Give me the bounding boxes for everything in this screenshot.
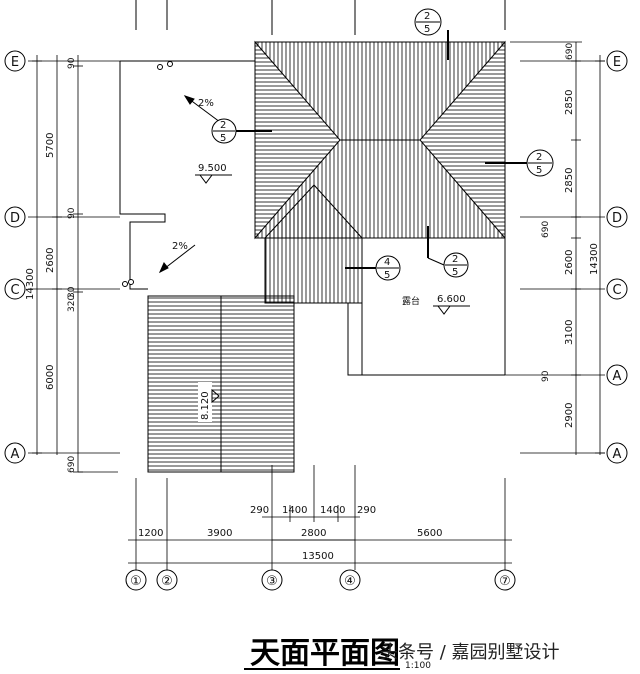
dim-left-d-c: 2600 [45,248,56,273]
axis-label: E [613,55,621,70]
dim-right-seg5: 2900 [564,403,575,428]
front-gable-roof [264,184,363,304]
axis-bubble-bottom-7: ⑦ [494,569,516,591]
roof-outline [119,60,506,376]
axis-label: D [612,211,622,226]
detail-ref-1: 2 5 [211,118,272,144]
drawing-title: 天面平面图 [250,636,400,671]
dim-bottom-5600: 5600 [417,528,442,539]
dim-left-d-off: 90 [67,207,77,219]
elevation-marker-3: 8.120 [198,382,220,422]
axis-label: A [11,447,20,462]
ref-den: 5 [536,165,542,176]
axis-label: C [10,283,19,298]
detail-ref-3: 2 5 [485,149,554,177]
dim-left-c-off: 320 [67,295,77,312]
top-axis-stubs [135,0,506,35]
dim-right-total: 14300 [589,243,600,275]
dim-right-seg2: 2850 [564,168,575,193]
dim-bottom-1200: 1200 [138,528,163,539]
dim-left-e-d: 5700 [45,133,56,158]
ref-num: 2 [452,254,458,265]
detail-ref-5: 2 5 [427,226,469,278]
axis-label: ① [130,574,142,589]
slope-arrows [158,95,229,274]
axis-bubble-right-d: D [606,206,628,228]
dim-left-total: 14300 [25,268,36,300]
scale-label: 1:100 [405,661,431,671]
dim-right-seg1: 2850 [564,90,575,115]
dim-bottom-1400-left: 1400 [282,505,307,516]
dim-bottom-3900: 3900 [207,528,232,539]
detail-ref-2: 2 5 [414,8,449,60]
left-dimension-lines [32,55,118,473]
ref-den: 5 [384,270,390,281]
axis-bubble-bottom-1: ① [125,569,147,591]
axis-bubble-right-e: E [606,50,628,72]
dim-bottom-total: 13500 [302,551,334,562]
ref-num: 4 [384,257,390,268]
dim-bottom-290-left: 290 [250,505,269,516]
drain-outlets [122,61,173,287]
ref-den: 5 [220,133,226,144]
axis-label: D [10,211,20,226]
elevation-marker-1: 9.500 [195,163,232,184]
elevation-label: 8.120 [200,391,211,420]
axis-label: E [11,55,19,70]
axis-bubble-right-a: A [606,442,628,464]
dim-bottom-2800: 2800 [301,528,326,539]
axis-bubble-left-d: D [4,206,26,228]
axis-bubble-right-a-upper: A [606,364,628,386]
dim-right-top: 690 [565,43,575,60]
axis-bubble-left-e: E [4,50,26,72]
axis-bubble-right-c: C [606,278,628,300]
bottom-dimension-lines [128,465,512,590]
dim-bottom-290-right: 290 [357,505,376,516]
lower-roof [147,295,295,473]
dim-left-e-off: 90 [67,57,77,69]
ref-num: 2 [424,11,430,22]
axis-label: ⑦ [499,574,511,589]
elevation-label: 6.600 [437,294,466,305]
ref-den: 5 [424,24,430,35]
ref-num: 2 [220,120,226,131]
ref-den: 5 [452,267,458,278]
dim-right-a-off: 90 [541,370,551,382]
axis-bubble-left-a: A [4,442,26,464]
row-axis-lines [28,60,605,454]
right-dimension-lines [510,41,605,455]
axis-bubble-bottom-3: ③ [261,569,283,591]
axis-label: A [613,369,622,384]
dim-left-c-off2: 30 [67,286,77,298]
slope-label-1: 2% [198,98,214,109]
dim-right-seg4: 3100 [564,320,575,345]
dim-left-c-a: 6000 [45,365,56,390]
watermark-text: 头条号 / 嘉园别墅设计 [380,642,560,663]
ref-num: 2 [536,152,542,163]
axis-label: C [612,283,621,298]
dim-bottom-1400-right: 1400 [320,505,345,516]
axis-label: ③ [266,574,278,589]
elevation-label: 9.500 [198,163,227,174]
axis-bubble-bottom-2: ② [156,569,178,591]
slope-label-2: 2% [172,241,188,252]
axis-label: ④ [344,574,356,589]
detail-ref-4: 4 5 [345,255,401,281]
axis-label: ② [161,574,173,589]
dim-right-mid: 690 [541,221,551,238]
dim-right-seg3: 2600 [564,250,575,275]
axis-bubble-left-c: C [4,278,26,300]
terrace-label: 露台 [402,295,420,307]
main-hip-roof [254,40,506,240]
axis-label: A [613,447,622,462]
axis-bubble-bottom-4: ④ [339,569,361,591]
elevation-marker-2: 露台 6.600 [402,294,470,315]
dim-left-bottom: 690 [67,456,77,473]
